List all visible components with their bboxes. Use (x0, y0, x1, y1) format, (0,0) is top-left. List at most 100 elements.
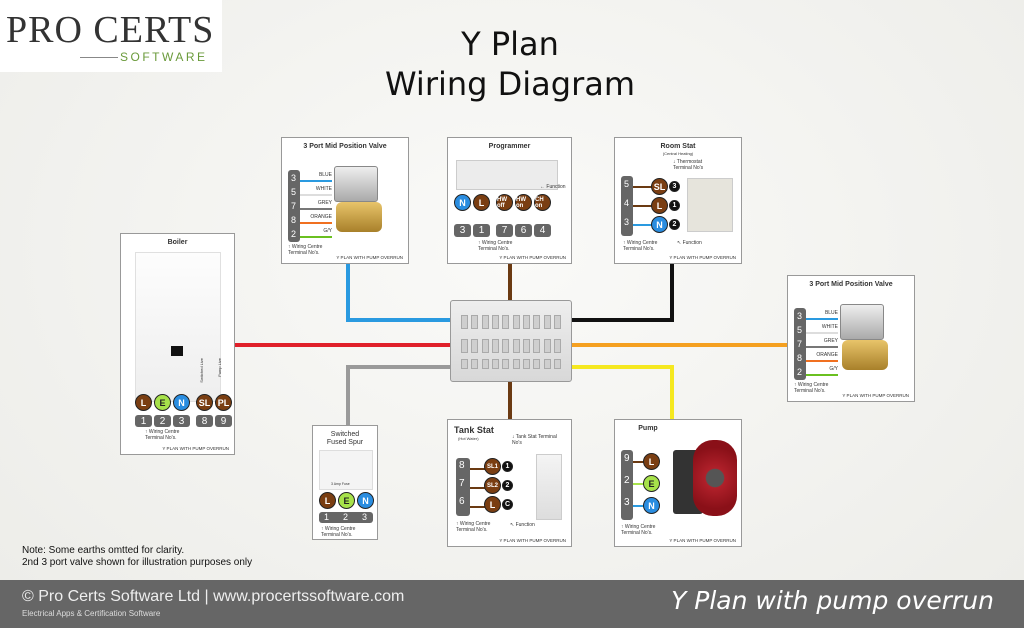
terminal-n: N (643, 497, 660, 514)
wiring-centre-label: ↑ Wiring Centre Terminal No's. (145, 429, 180, 441)
panel-footer: Y PLAN WITH PUMP OVERRUN (336, 255, 403, 260)
wire (633, 483, 647, 485)
wire-label-orange: ORANGE (816, 352, 838, 358)
function-label: ← Function (540, 184, 566, 190)
wire-grey (346, 365, 450, 425)
wire-yellow (572, 365, 674, 419)
wiring-centre-label: ↑ Wiring Centre Terminal No's. (321, 526, 356, 538)
wire (633, 505, 647, 507)
wire-gy (300, 236, 332, 238)
wire-white (806, 332, 838, 334)
terminal-number: 2 (291, 229, 297, 239)
diagram-title: Y Plan Wiring Diagram (340, 24, 680, 104)
terminal-number: 2 (624, 475, 630, 486)
wire-grey (300, 208, 332, 210)
wire (633, 224, 653, 226)
plan-title: Y Plan with pump overrun (671, 586, 994, 615)
terminal-l: L (651, 197, 668, 214)
terminal-sl: SL (196, 394, 213, 411)
terminal-number: 6 (459, 496, 465, 507)
logo-subtext: SOFTWARE (120, 50, 208, 64)
tank-stat-terminals-label: ↓ Tank Stat Terminal No's (512, 434, 557, 446)
footer-bar: © Pro Certs Software Ltd | www.procertss… (0, 580, 1024, 628)
terminal-number: 3 (454, 224, 471, 237)
terminal-number: 3 (291, 173, 297, 183)
terminal-number: 5 (291, 187, 297, 197)
terminal-number-strip (319, 512, 373, 523)
terminal-n: N (454, 194, 471, 211)
panel-title: Boiler (167, 239, 188, 246)
tank-stat-image (536, 454, 562, 520)
wire-black (572, 264, 674, 322)
terminal-number: 1 (324, 512, 330, 522)
copyright-text: © Pro Certs Software Ltd | www.procertss… (22, 588, 405, 605)
wire-label-gy: G/Y (323, 228, 332, 234)
wire (633, 186, 653, 188)
wire-orange (806, 360, 838, 362)
terminal-number: 3 (624, 217, 630, 227)
wiring-centre-label: ↑ Wiring Centre Terminal No's. (478, 240, 513, 252)
valve-body-image (336, 202, 382, 232)
terminal-number: 9 (215, 415, 232, 427)
terminal-row-top (461, 315, 561, 329)
terminal-number: 2 (343, 512, 349, 522)
panel-subtitle: (Hot Water) (458, 436, 479, 441)
stat-terminal-2: 2 (669, 219, 680, 230)
terminal-l: L (643, 453, 660, 470)
terminal-n: N (651, 216, 668, 233)
terminal-number: 5 (797, 325, 803, 335)
terminal-number: 3 (624, 497, 630, 508)
terminal-number: 7 (291, 201, 297, 211)
wire-label-blue: BLUE (824, 310, 838, 316)
terminal-number: 1 (135, 415, 152, 427)
terminal-e: E (338, 492, 355, 509)
wire-label-white: WHITE (821, 324, 838, 330)
panel-title: Room Stat (660, 143, 696, 150)
wire (470, 487, 486, 489)
title-line-2: Wiring Diagram (384, 65, 636, 103)
terminal-number: 9 (624, 453, 630, 464)
wiring-centre-label: ↑ Wiring Centre Terminal No's. (621, 524, 656, 536)
note: Note: Some earths omtted for clarity. 2n… (22, 545, 252, 569)
three-port-valve-panel: 3 Port Mid Position Valve Y PLAN WITH PUM… (281, 137, 409, 264)
panel-footer: Y PLAN WITH PUMP OVERRUN (499, 538, 566, 543)
panel-subtitle: (Central Heating) (662, 151, 694, 156)
wire-blue (806, 318, 838, 320)
terminal-l: L (319, 492, 336, 509)
tank-stat-panel: Tank Stat(Hot Water)Y PLAN WITH PUMP OVE… (447, 419, 572, 547)
pump-live-label: Pump Live (217, 358, 222, 377)
terminal-l: L (473, 194, 490, 211)
function-label: ↖ Function (510, 522, 535, 528)
wiring-centre-label: ↑ Wiring Centre Terminal No's. (623, 240, 658, 252)
terminal-number: 7 (797, 339, 803, 349)
wire-blue (346, 264, 450, 322)
panel-title: 3 Port Mid Position Valve (303, 143, 387, 150)
function-label: ↖ Function (677, 240, 702, 246)
logo-text: PRO CERTS (6, 9, 215, 51)
panel-footer: Y PLAN WITH PUMP OVERRUN (669, 255, 736, 260)
terminal-number: 3 (797, 311, 803, 321)
terminal-l: L (484, 496, 501, 513)
boiler-display (171, 346, 183, 356)
wire-label-orange: ORANGE (310, 214, 332, 220)
terminal-hw-on: HW on (515, 194, 532, 211)
wire-label-blue: BLUE (318, 172, 332, 178)
wire-white (300, 194, 332, 196)
wiring-centre-label: ↑ Wiring Centre Terminal No's. (288, 244, 323, 256)
wire-grey (806, 346, 838, 348)
wiring-centre-label: ↑ Wiring Centre Terminal No's. (794, 382, 829, 394)
wire-orange (300, 222, 332, 224)
wire (470, 468, 486, 470)
terminal-number: 4 (624, 198, 630, 208)
wire-label-gy: G/Y (829, 366, 838, 372)
panel-footer: Y PLAN WITH PUMP OVERRUN (669, 538, 736, 543)
terminal-number: 8 (797, 353, 803, 363)
wire (633, 205, 653, 207)
wire-gy (806, 374, 838, 376)
number-strip (794, 308, 806, 380)
